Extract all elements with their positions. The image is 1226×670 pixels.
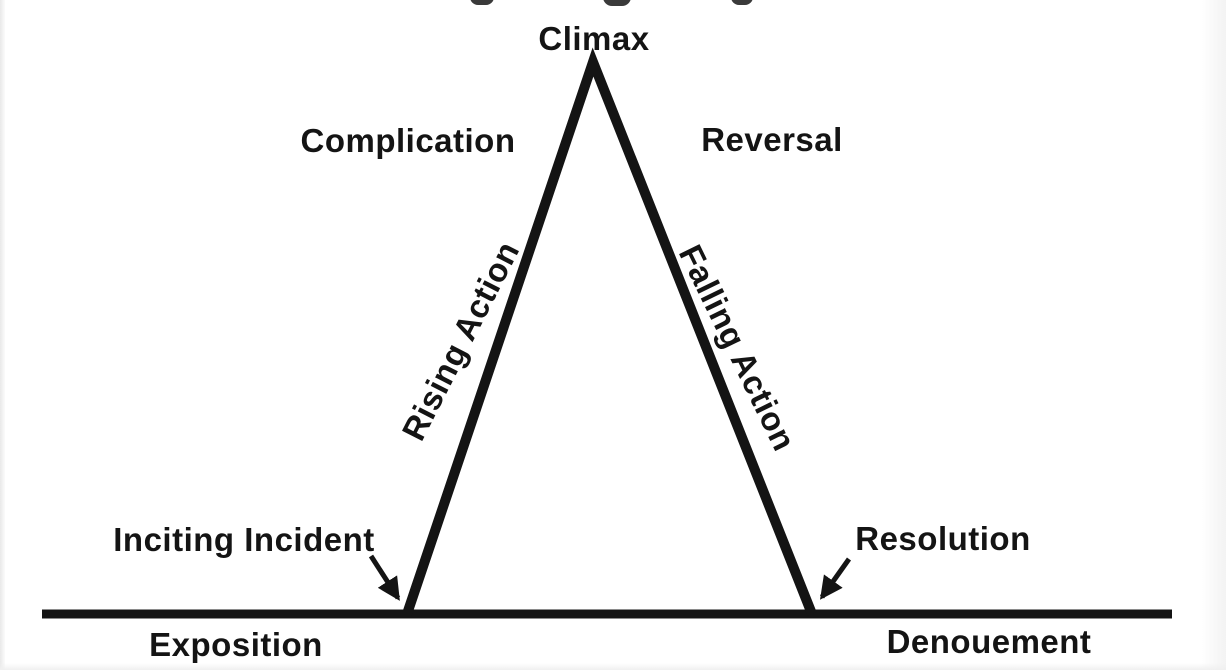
- image-edge-left: [0, 0, 5, 670]
- exposition-label: Exposition: [149, 625, 323, 663]
- denouement-label: Denouement: [886, 622, 1092, 660]
- complication-label: Complication: [300, 121, 516, 159]
- cropped-title-fragment: [731, 0, 753, 5]
- cropped-title-fragment: [470, 0, 494, 5]
- image-edge-bottom: [0, 663, 1226, 670]
- reversal-label: Reversal: [701, 120, 843, 158]
- climax-label: Climax: [538, 19, 650, 57]
- pyramid-lines: [402, 47, 817, 616]
- inciting-incident-arrow: [368, 554, 401, 601]
- cropped-title-fragment: [603, 0, 631, 6]
- resolution-label: Resolution: [855, 519, 1031, 557]
- image-edge-right: [1202, 0, 1226, 670]
- resolution-arrow: [819, 557, 852, 600]
- inciting-incident-label: Inciting Incident: [113, 520, 375, 558]
